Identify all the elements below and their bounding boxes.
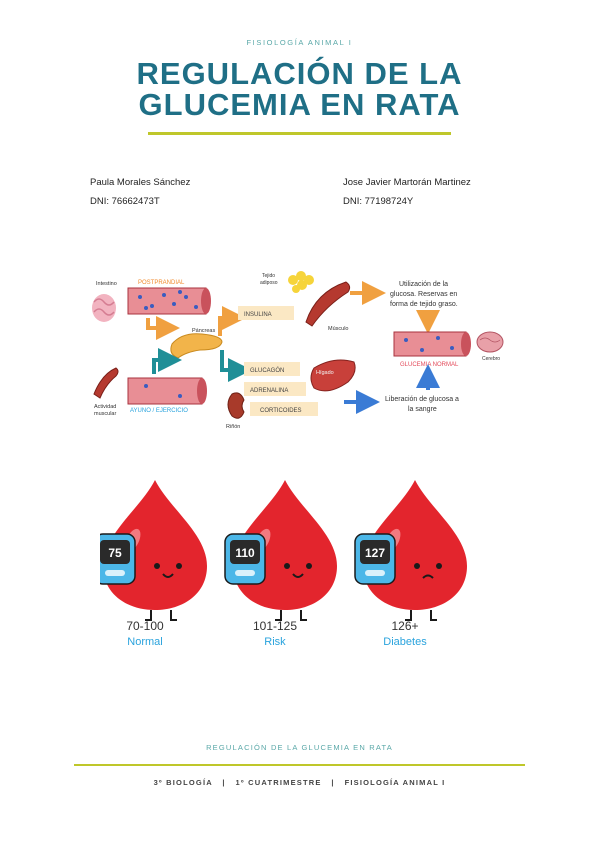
eye-left xyxy=(154,563,160,569)
title-line-1: REGULACIÓN DE LA xyxy=(136,56,463,91)
intestine-icon xyxy=(92,294,116,322)
glucometer-screen xyxy=(100,540,130,564)
normal-glycemia-vessel xyxy=(393,331,471,357)
range-label: 126+ xyxy=(391,619,418,633)
tejido-label-2: adiposo xyxy=(260,280,278,286)
rinon-label: Riñón xyxy=(226,424,240,430)
author-2-name: Jose Javier Martorán Martinez xyxy=(343,177,471,188)
drop-legs xyxy=(145,610,177,621)
drop-legs xyxy=(275,610,307,621)
status-label: Normal xyxy=(127,636,162,648)
document-title: REGULACIÓN DE LA GLUCEMIA EN RATA xyxy=(0,58,599,120)
kidney-icon xyxy=(227,392,245,419)
smile-mouth xyxy=(162,573,174,578)
pancreas-icon xyxy=(170,333,223,359)
glucemia-normal-label: GLUCEMIA NORMAL xyxy=(400,362,459,368)
status-label: Diabetes xyxy=(383,636,427,648)
sad-mouth xyxy=(422,574,434,579)
glucose-regulation-diagram: Intestino POSTPRANDIAL Páncreas INSULINA… xyxy=(92,271,504,430)
corticoides-label: CORTICOIDES xyxy=(260,408,302,414)
glucometer-reading: 110 xyxy=(235,546,255,560)
actividad-label-2: muscular xyxy=(94,411,116,417)
ayuno-label: AYUNO / EJERCICIO xyxy=(130,408,188,414)
range-label: 70-100 xyxy=(126,619,164,633)
smile-mouth xyxy=(292,573,304,578)
higado-label: Hígado xyxy=(316,370,334,376)
glucometer-screen xyxy=(360,540,390,564)
postprandial-label: POSTPRANDIAL xyxy=(138,280,185,286)
liberacion-line-1: Liberación de glucosa a xyxy=(385,396,459,403)
musculo-label: Músculo xyxy=(328,326,348,332)
drop-legs xyxy=(405,610,437,621)
eye-left xyxy=(414,563,420,569)
eye-right xyxy=(176,563,182,569)
liberacion-line-2: la sangre xyxy=(408,406,437,413)
insulina-box xyxy=(238,306,294,320)
footer-meta: 3º BIOLOGÍA | 1º CUATRIMESTRE | FISIOLOG… xyxy=(153,778,446,787)
arrow-pancreas-to-glucagon xyxy=(220,350,252,382)
utilizacion-line-1: Utilización de la xyxy=(399,281,448,288)
actividad-label-1: Actividad xyxy=(94,404,116,410)
glucometer-button xyxy=(105,570,125,576)
glucometer-reading: 75 xyxy=(108,546,122,560)
eye-right xyxy=(436,563,442,569)
insulina-label: INSULINA xyxy=(244,312,272,318)
course-header: FISIOLOGÍA ANIMAL I xyxy=(246,38,353,47)
pancreas-label: Páncreas xyxy=(192,328,215,334)
author-1-dni: DNI: 76662473T xyxy=(90,196,160,207)
glucometer-reading: 127 xyxy=(365,546,385,560)
footer-rule xyxy=(74,764,525,766)
glucometer-button xyxy=(365,570,385,576)
cerebro-label: Cerebro xyxy=(482,356,500,362)
glucose-level-3: 127 126+ Diabetes xyxy=(354,480,467,648)
utilizacion-line-2: glucosa. Reservas en xyxy=(390,291,457,298)
title-line-2: GLUCEMIA EN RATA xyxy=(138,87,461,122)
glucagon-box xyxy=(244,362,300,376)
corticoides-box xyxy=(250,402,318,416)
arrow-to-pancreas xyxy=(146,316,180,340)
brain-icon xyxy=(476,331,504,353)
adrenalina-label: ADRENALINA xyxy=(250,388,288,394)
arrow-to-insulin xyxy=(218,306,246,336)
arrow-fasting-to-pancreas xyxy=(152,348,182,374)
muscle-activity-icon xyxy=(93,367,119,399)
glucometer-screen xyxy=(230,540,260,564)
intestino-label: Intestino xyxy=(96,281,117,287)
postprandial-vessel xyxy=(127,287,211,315)
range-label: 101-125 xyxy=(253,619,297,633)
author-1-name: Paula Morales Sánchez xyxy=(90,177,191,188)
eye-right xyxy=(306,563,312,569)
glucagon-label: GLUCAGÓN xyxy=(250,367,284,374)
tejido-label-1: Tejido xyxy=(262,273,275,279)
muscle-icon xyxy=(305,281,351,327)
title-underline xyxy=(148,132,451,135)
adipose-tissue-icon xyxy=(288,271,314,293)
status-label: Risk xyxy=(264,636,286,648)
glucometer-button xyxy=(235,570,255,576)
eye-left xyxy=(284,563,290,569)
fasting-vessel xyxy=(127,377,207,405)
utilizacion-line-3: forma de tejido graso. xyxy=(390,301,458,308)
author-2-dni: DNI: 77198724Y xyxy=(343,196,414,207)
adrenalina-box xyxy=(244,382,306,396)
liver-icon xyxy=(310,359,356,392)
footer-title: REGULACIÓN DE LA GLUCEMIA EN RATA xyxy=(206,743,393,752)
